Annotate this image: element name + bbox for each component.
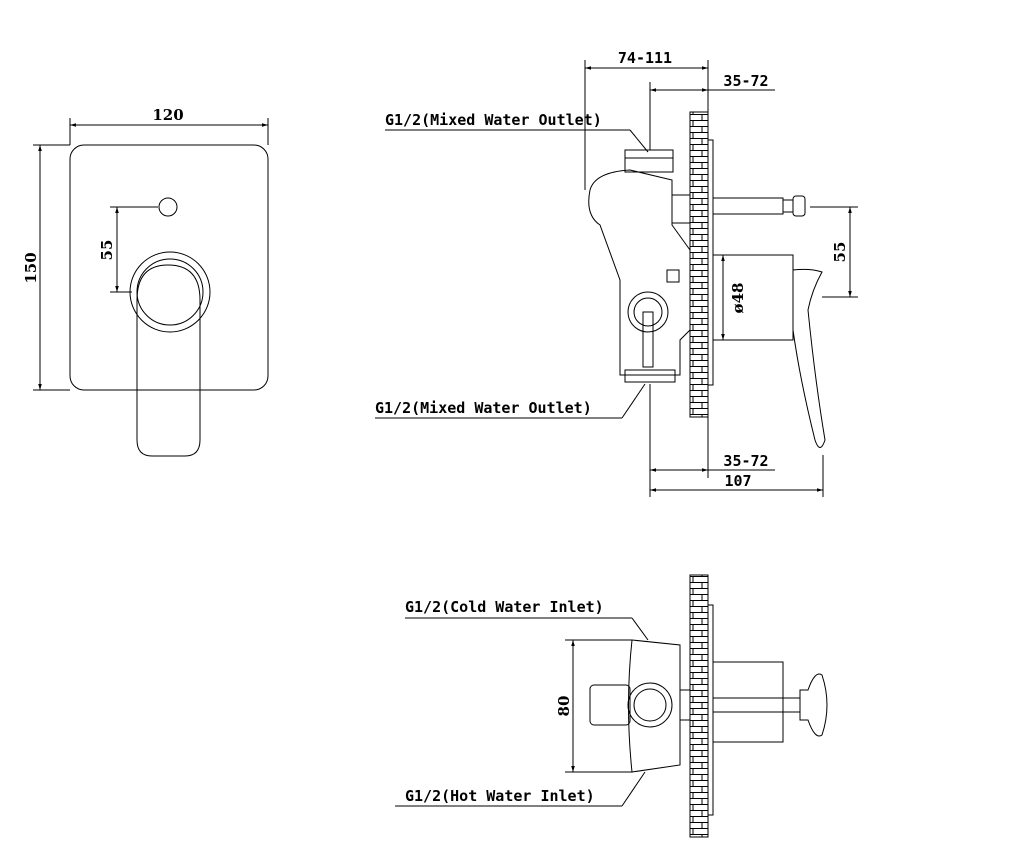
handle-ring-outer [129,251,211,333]
lever-handle [136,264,201,457]
side-port [589,684,631,726]
bottom-view: 80 G1/2(Cold Water Inlet) G1/2(Hot Water… [395,574,828,838]
wall-range-top-label: 35-72 [723,72,768,90]
height-label: 150 [22,252,40,283]
handle-ring-inner [136,258,204,326]
escutcheon-bottom [712,661,784,743]
cover-plate-side [707,139,714,386]
side-offset-label: 55 [831,242,849,263]
cover-plate [69,144,269,391]
diameter-label: ø48 [729,283,747,314]
diverter-knob-side [792,195,806,217]
hot-inlet-label: G1/2(Hot Water Inlet) [405,787,595,805]
lever-side [792,268,826,448]
width-label: 120 [152,106,183,124]
cartridge-port-outer [627,291,669,333]
handle-escutcheon [712,254,794,341]
bottom-height-label: 80 [555,696,573,717]
diverter-bushing [671,194,691,224]
valve-body [588,169,691,376]
bottom-outlet [624,369,676,383]
outlet-bottom-label: G1/2(Mixed Water Outlet) [375,399,592,417]
wall-section-bottom [689,574,709,838]
front-view: 120 150 55 [22,106,269,457]
wall-section [689,111,709,418]
valve-body-bottom [628,639,681,773]
side-view: 74-111 35-72 G1/2(Mixed Water Outlet) G1… [375,49,858,497]
cartridge-port-inner [633,297,663,327]
diverter-knob [158,197,178,217]
depth-range-top-label: 74-111 [618,49,672,67]
knob-bottom [799,673,828,737]
wall-range-bottom-label: 35-72 [723,452,768,470]
small-plug [666,269,680,283]
top-outlet [624,149,674,173]
outlet-top-label: G1/2(Mixed Water Outlet) [385,111,602,129]
total-depth-label: 107 [724,472,751,490]
port-stem [642,311,654,368]
cold-inlet-label: G1/2(Cold Water Inlet) [405,598,604,616]
offset-label: 55 [98,240,116,261]
diverter-stem [712,197,784,215]
